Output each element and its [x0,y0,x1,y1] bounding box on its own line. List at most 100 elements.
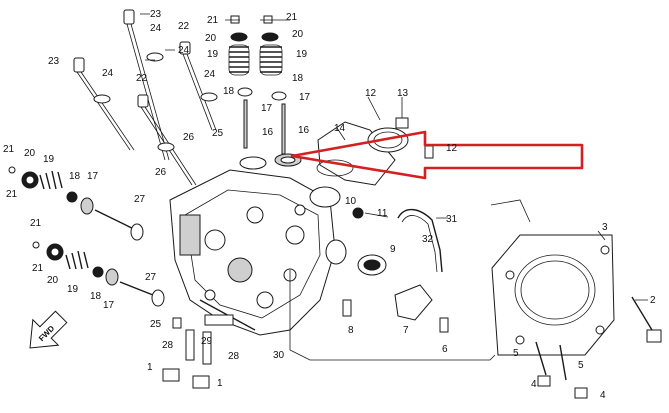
head-bolts-upper [73,9,218,186]
washer [200,92,218,102]
water-outlet [394,284,433,321]
retainer-hole [25,175,35,185]
callout-c37: 31 [446,214,458,225]
callout-c38: 32 [422,234,434,245]
callout-c51: 2 [650,295,656,306]
bolt-head [137,94,149,108]
retainer-hole [50,247,60,257]
valve-head-left [151,289,165,307]
callout-c18: 24 [102,68,114,79]
callout-c5: 21 [207,15,219,26]
pin-25 [172,317,182,329]
callout-c15: 16 [262,127,274,138]
bolt-hole [204,289,216,301]
fwd-arrow-icon [29,310,68,349]
callout-c48: 7 [403,325,409,336]
hose-31 [397,208,443,273]
bolt-6 [439,317,449,333]
valve-spring-assembly-right [228,15,302,170]
cotter [8,166,16,174]
bolt-head [123,9,135,25]
callout-c17: 23 [48,56,60,67]
callout-c40: 21 [30,218,42,229]
washer [146,52,164,62]
stud-28 [185,329,195,361]
callout-c35: 10 [345,196,357,207]
callout-c61: 1 [147,362,153,373]
callout-c1: 23 [150,9,162,20]
callout-c2: 24 [150,23,162,34]
leader [597,230,648,301]
head-fins [179,214,201,256]
callout-c6: 21 [286,12,298,23]
nut-4 [537,375,551,387]
callout-c27: 21 [3,144,15,155]
washer [93,94,111,104]
callout-c39: 9 [390,244,396,255]
housing [325,239,347,265]
port [204,229,226,251]
seal [105,268,119,286]
dowel [204,314,234,326]
gasket-hole [595,325,605,335]
fwd-badge: FWD [29,310,68,349]
bottom-studs [162,314,234,389]
callout-c54: 4 [531,379,537,390]
seat [66,191,78,203]
callout-c45: 17 [103,300,115,311]
gasket-bore-inner [520,260,590,320]
callout-c33: 26 [155,167,167,178]
callout-c28: 21 [6,189,18,200]
bolt-shank [182,53,217,131]
callout-c62: 1 [217,378,223,389]
callout-c42: 20 [47,275,59,286]
valve-stem [243,99,248,149]
callout-c23: 14 [334,123,346,134]
gasket-outline [491,234,615,356]
callout-c44: 18 [90,291,102,302]
head-gasket [490,199,662,399]
gasket-leader [490,199,531,223]
callout-c22: 25 [212,128,224,139]
hose-31-inner [401,215,438,273]
bolt-shank [76,71,135,151]
callout-c55: 4 [600,390,606,401]
washer [157,142,175,152]
callout-c34: 27 [134,194,146,205]
nut-4 [574,387,588,399]
bolt-shank [126,23,170,161]
bolt-hole [294,204,306,216]
fitting [424,145,434,159]
valve-stem [281,103,286,155]
callout-c52: 5 [513,348,519,359]
seat [92,266,104,278]
bolt-head [179,41,191,55]
callout-c8: 20 [292,29,304,40]
spring-retainer [230,32,248,42]
callout-c30: 19 [43,154,55,165]
callout-c3: 22 [178,21,190,32]
stud-2 [631,296,653,331]
callout-c47: 8 [348,325,354,336]
callout-c12: 18 [292,73,304,84]
thermostat-parts [325,207,449,333]
clamp-screw [395,117,409,129]
callout-c20: 24 [204,69,216,80]
callout-c10: 19 [296,49,308,60]
callout-c24: 12 [365,88,377,99]
valve-stem-left [119,281,159,298]
gasket-hole [505,270,515,280]
valve-spring-assembly-left [8,166,165,307]
combustion-chamber [227,257,253,283]
callout-c43: 19 [67,284,79,295]
callout-c9: 19 [207,49,219,60]
nut-1 [192,375,210,389]
valve-head-inner [280,156,296,164]
callout-c29: 20 [24,148,36,159]
callout-c19: 22 [136,73,148,84]
gasket-hole [515,335,525,345]
callout-c13: 17 [261,103,273,114]
callout-c14: 17 [299,92,311,103]
